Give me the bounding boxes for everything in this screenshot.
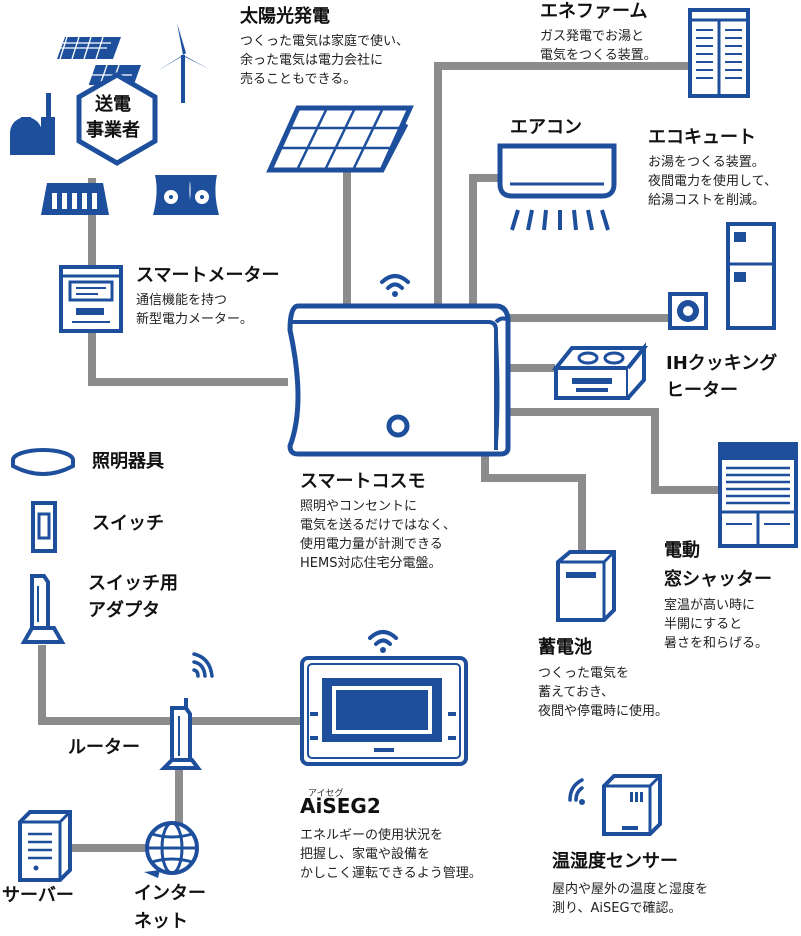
line-battery-cosmo	[481, 450, 586, 552]
temperature-humidity-sensor-icon	[568, 774, 662, 836]
sensor-desc: 屋内や屋外の温度と湿度を 測り、AiSEGで確認。	[552, 882, 709, 916]
aircon-title: エアコン	[510, 117, 582, 138]
aiseg-title: AiSEG2	[300, 794, 381, 818]
wifi-icon	[368, 630, 398, 653]
power-plant-icon	[10, 23, 219, 215]
line-adapter-router	[38, 645, 172, 725]
switch-adapter-icon	[20, 574, 66, 644]
smart-meter-icon	[59, 265, 123, 333]
sensor-title: 温湿度センサー	[552, 851, 678, 872]
line-meter-cosmo	[88, 330, 288, 386]
aiseg-desc: エネルギーの使用状況を 把握し、家電や設備を かしこく運転できるよう管理。	[300, 828, 482, 881]
ceiling-light-icon	[11, 448, 75, 476]
air-conditioner-icon	[497, 143, 617, 231]
wifi-icon	[380, 274, 410, 297]
ecocute-desc: お湯をつくる装置。 夜間電力を使用して、 給湯コストを削減。	[648, 155, 777, 208]
water-heater-icon	[668, 222, 776, 330]
window-shutter-icon	[718, 442, 798, 548]
shutter-title: 電動 窓シャッター	[664, 540, 772, 590]
aiseg-ruby: アイセグ	[308, 789, 344, 799]
fuel-cell-unit-icon	[688, 8, 750, 98]
storage-battery-icon	[556, 550, 616, 622]
solar-title: 太陽光発電	[240, 6, 330, 27]
line-aircon-cosmo	[469, 174, 500, 308]
power-company-label: 送電 事業者	[86, 94, 140, 141]
wifi-icon	[192, 652, 214, 678]
enefarm-desc: ガス発電でお湯と 電気をつくる装置。	[540, 29, 657, 63]
line-enefarm-cosmo	[434, 62, 690, 308]
server-icon	[18, 810, 72, 882]
globe-icon	[144, 821, 199, 878]
internet-title: インター ネット	[134, 883, 206, 932]
router-icon	[159, 698, 202, 770]
ih-heater-title: IHクッキング ヒーター	[666, 353, 778, 401]
line-shutter-cosmo	[507, 408, 720, 494]
lighting-title: 照明器具	[92, 451, 164, 472]
switch-title: スイッチ	[92, 513, 164, 534]
battery-title: 蓄電池	[538, 637, 592, 658]
solar-panel-icon	[266, 105, 414, 173]
ecocute-title: エコキュート	[648, 127, 756, 148]
wall-switch-icon	[31, 501, 57, 553]
aiseg-monitor-icon	[300, 656, 468, 766]
smart-meter-title: スマートメーター	[136, 265, 280, 286]
smart-cosmo-desc: 照明やコンセントに 電気を送るだけではなく、 使用電力量が計測できる HEMS対…	[300, 499, 457, 571]
smart-cosmo-title: スマートコスモ	[300, 471, 426, 492]
server-title: サーバー	[2, 885, 74, 906]
smart-meter-desc: 通信機能を持つ 新型電力メーター。	[136, 293, 253, 327]
ih-cooktop-icon	[551, 342, 649, 400]
solar-desc: つくった電気は家庭で使い、 余った電気は電力会社に 売ることもできる。	[240, 34, 410, 87]
enefarm-title: エネファーム	[540, 1, 648, 22]
distribution-board-icon	[287, 303, 511, 457]
battery-desc: つくった電気を 蓄えておき、 夜間や停電時に使用。	[538, 666, 669, 719]
router-title: ルーター	[68, 737, 140, 758]
shutter-desc: 室温が高い時に 半開にすると 暑さを和らげる。	[664, 598, 769, 651]
switch-adapter-title: スイッチ用 アダプタ	[88, 573, 178, 621]
